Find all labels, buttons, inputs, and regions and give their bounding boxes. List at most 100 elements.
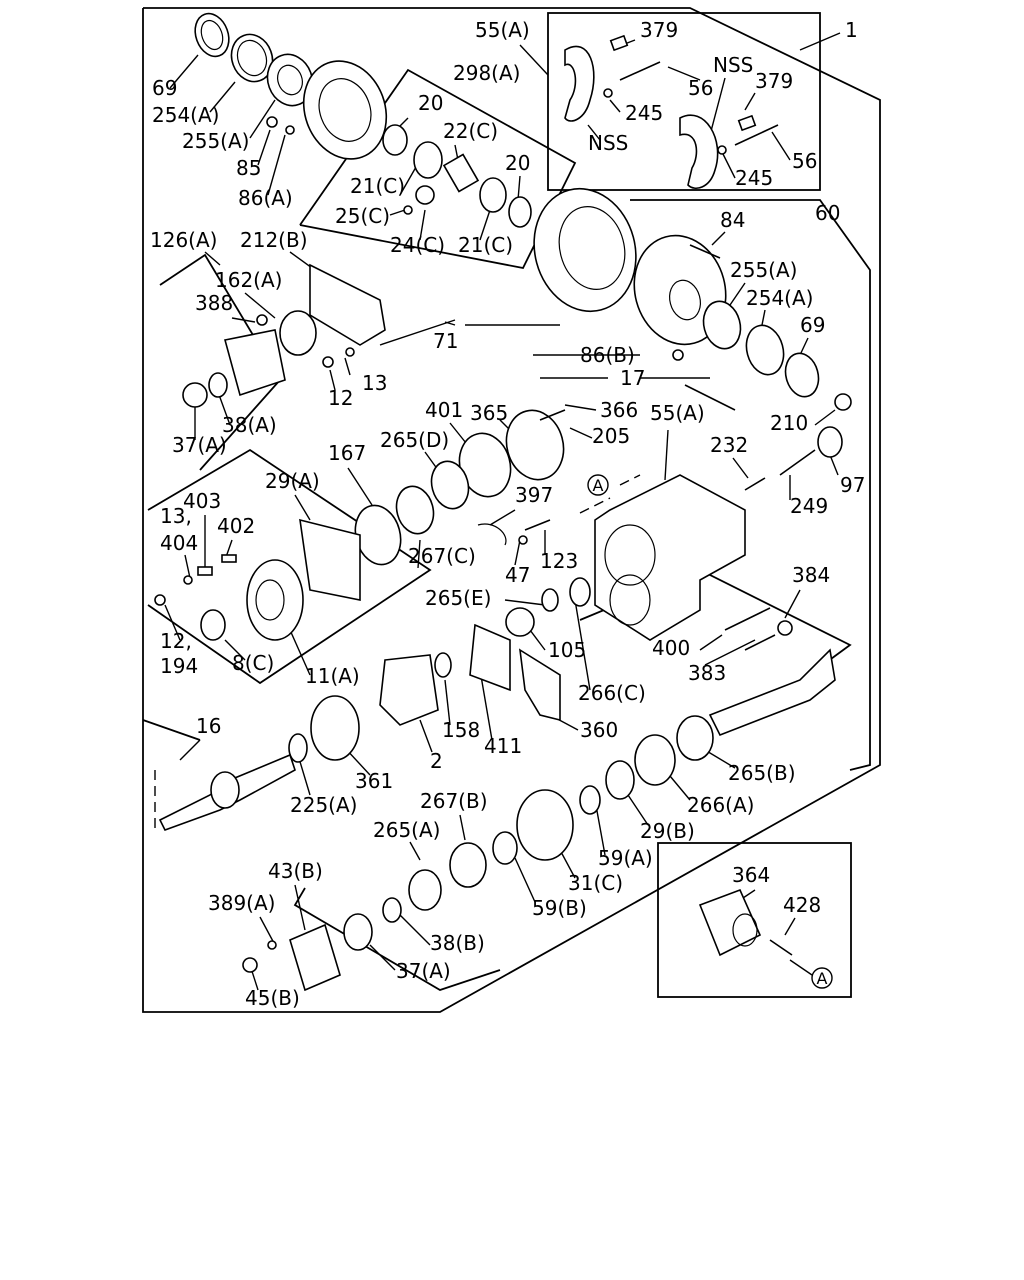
side-gear-21c-b — [479, 177, 507, 213]
callout-c38b: 38(B) — [430, 931, 485, 955]
washer-245-b — [717, 145, 727, 155]
inset-bearing-caps-box — [547, 12, 821, 191]
marker-ref-a-2: A — [811, 967, 833, 989]
callout-c8c: 8(C) — [232, 651, 274, 675]
callout-c105: 105 — [548, 638, 586, 662]
callout-c298a: 298(A) — [453, 61, 520, 85]
ring-29b — [605, 760, 635, 800]
washer-20-b — [508, 196, 532, 228]
diff-case-right — [633, 234, 727, 346]
callout-c60: 60 — [815, 201, 840, 225]
callout-c13-b: 13, — [160, 504, 192, 528]
callout-c254a-top: 254(A) — [152, 103, 219, 127]
callout-c86b: 86(B) — [580, 343, 635, 367]
bracket-212b — [309, 263, 386, 346]
callout-c29a: 29(A) — [265, 469, 320, 493]
bearing-265e — [541, 588, 559, 612]
washer-404 — [183, 575, 193, 585]
callout-c383: 383 — [688, 661, 726, 685]
washer-20-a — [382, 124, 408, 156]
callout-c123: 123 — [540, 549, 578, 573]
callout-cnss1: NSS — [713, 53, 753, 77]
nut-37a-bottom — [343, 913, 373, 951]
flange-126a — [224, 329, 286, 397]
washer-158 — [434, 652, 452, 678]
callout-c85: 85 — [236, 156, 261, 180]
callout-c245-b: 245 — [735, 166, 773, 190]
bolt-17 — [684, 384, 736, 411]
callout-c194: 194 — [160, 654, 198, 678]
callout-c265b: 265(B) — [728, 761, 796, 785]
callout-c366: 366 — [600, 398, 638, 422]
callout-c266a: 266(A) — [687, 793, 754, 817]
bearing-cap-55a-b — [679, 114, 719, 189]
washer-86b — [672, 349, 684, 361]
callout-c21c-b: 21(C) — [458, 233, 513, 257]
nut-37a-top — [182, 382, 208, 408]
callout-c232: 232 — [710, 433, 748, 457]
cover-bracket — [147, 448, 432, 685]
gasket-29a — [299, 518, 361, 601]
callout-c205: 205 — [592, 424, 630, 448]
callout-c400: 400 — [652, 636, 690, 660]
bearing-265a — [408, 869, 442, 911]
snap-ring-397 — [477, 523, 507, 546]
marker-label: A — [817, 969, 828, 988]
callout-c69-top: 69 — [152, 76, 177, 100]
bolt-383 — [744, 634, 776, 651]
nut-384 — [777, 620, 793, 636]
callout-c17: 17 — [620, 366, 645, 390]
inset-assembly-box — [657, 842, 852, 998]
callout-c404: 404 — [160, 531, 198, 555]
callout-c86a: 86(A) — [238, 186, 293, 210]
callout-c162a: 162(A) — [215, 268, 282, 292]
race-267c — [395, 485, 435, 535]
washer-86a — [285, 125, 295, 135]
washer-47 — [518, 535, 528, 545]
assembly-guides — [154, 474, 641, 830]
callout-c245-a: 245 — [625, 101, 663, 125]
callout-c20-b: 20 — [505, 151, 530, 175]
callout-c167: 167 — [328, 441, 366, 465]
callout-c265d: 265(D) — [380, 428, 449, 452]
spring-232 — [744, 477, 766, 491]
race-266a — [634, 734, 676, 786]
side-gear-21c-a — [413, 141, 443, 179]
callout-c71: 71 — [433, 329, 458, 353]
callout-c11a: 11(A) — [305, 664, 360, 688]
callout-c401: 401 — [425, 398, 463, 422]
bearing-255a-right — [702, 300, 742, 350]
dowel-379-b — [737, 114, 757, 132]
seal-162a — [279, 310, 317, 356]
cover-43b — [289, 923, 341, 992]
gear-31c — [516, 789, 574, 861]
callout-c12-a: 12 — [328, 386, 353, 410]
washer-38b — [382, 897, 402, 923]
callout-c59a: 59(A) — [598, 846, 653, 870]
bolt-366 — [539, 409, 566, 421]
bolt-56-b — [734, 124, 779, 146]
pin-402 — [221, 554, 237, 563]
ring-59a — [579, 785, 601, 815]
callout-c20-top: 20 — [418, 91, 443, 115]
callout-c2: 2 — [430, 749, 443, 773]
spring-403 — [197, 566, 213, 576]
ring-69-right — [784, 352, 820, 398]
bolt-428 — [769, 939, 793, 956]
callout-c397: 397 — [515, 483, 553, 507]
callout-c265e: 265(E) — [425, 586, 491, 610]
ring-225a — [288, 733, 308, 763]
bolt-123 — [524, 519, 551, 531]
shaft-bracket — [142, 719, 201, 741]
callout-c365: 365 — [470, 401, 508, 425]
callout-c55a-top: 55(A) — [475, 18, 530, 42]
callout-c59b: 59(B) — [532, 896, 587, 920]
race-254a-right — [745, 324, 785, 376]
callout-c24c: 24(C) — [390, 233, 445, 257]
bearing-255a-top — [266, 53, 314, 107]
callout-c267c: 267(C) — [408, 544, 476, 568]
callout-c379-top: 379 — [640, 18, 678, 42]
pin-249 — [779, 449, 816, 476]
race-254a-top — [230, 33, 274, 83]
